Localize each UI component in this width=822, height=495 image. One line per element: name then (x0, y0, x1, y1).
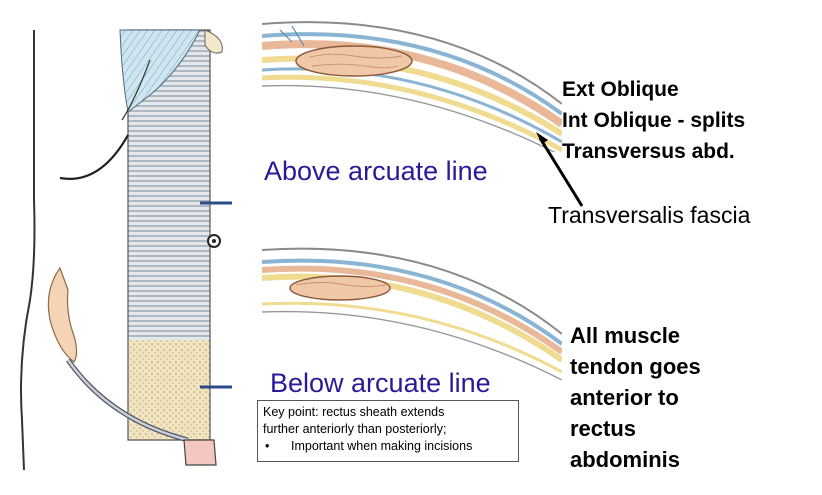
abdominal-wall-illustration (0, 0, 250, 495)
lower-description-line-2: tendon goes (570, 354, 701, 379)
key-point-note: Key point: rectus sheath extends further… (257, 400, 519, 462)
int-oblique-label: Int Oblique - splits (562, 109, 746, 132)
upper-cross-section (262, 21, 562, 152)
lower-description-line-4: rectus (570, 416, 637, 441)
lower-description-line-1: All muscle (570, 323, 681, 348)
note-line-1: Key point: rectus sheath extends (263, 405, 445, 419)
fascia-pointer-line (536, 132, 584, 207)
lower-description-line-5: abdominis (570, 447, 681, 472)
transversus-label: Transversus abd. (562, 140, 735, 163)
note-line-2: further anteriorly than posteriorly; (263, 422, 447, 436)
below-arcuate-caption: Below arcuate line (270, 368, 491, 398)
transversalis-fascia-label: Transversalis fascia (548, 202, 751, 228)
note-bullet-text: Important when making incisions (291, 439, 473, 453)
above-arcuate-caption: Above arcuate line (264, 156, 488, 186)
lower-description-line-3: anterior to (570, 385, 679, 410)
ext-oblique-label: Ext Oblique (562, 78, 679, 101)
lower-cross-section (262, 247, 562, 380)
note-bullet-item: • Important when making incisions (263, 438, 513, 455)
bullet-icon: • (265, 439, 270, 453)
